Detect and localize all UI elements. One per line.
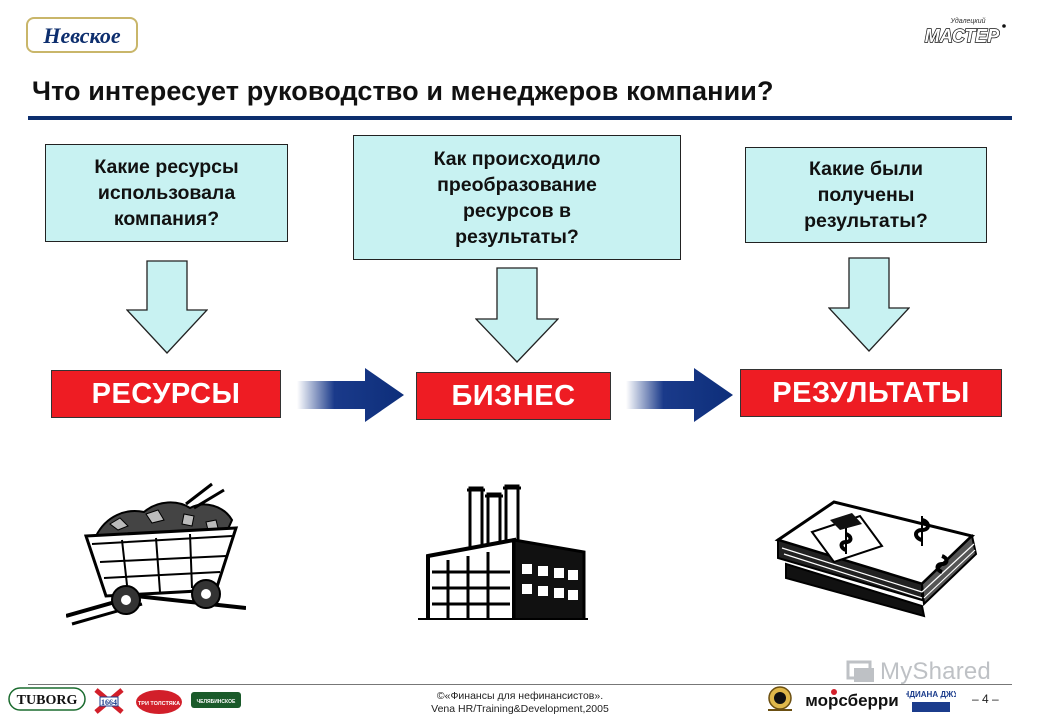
- question-line: результаты?: [804, 210, 928, 232]
- master-logo: Удалецкий МАСТЕР: [914, 14, 1010, 48]
- stage-business: БИЗНЕС: [416, 372, 611, 420]
- money-stack-icon: [772, 488, 980, 618]
- footer-line: Vena HR/Training&Development,2005: [431, 703, 609, 715]
- question-transformation: Как происходило преобразование ресурсов …: [353, 135, 681, 260]
- flow-arrow-business-to-results: [626, 367, 734, 423]
- question-line: преобразование: [437, 173, 597, 196]
- question-line: компания?: [113, 208, 220, 230]
- chelyabinskoe-logo: ЧЕЛЯБИНСКОЕ: [190, 690, 242, 710]
- myshared-watermark: MyShared: [846, 656, 991, 688]
- ore-cart-icon: [66, 478, 246, 628]
- brand-text: TUBORG: [17, 693, 78, 708]
- question-results: Какие были получены результаты?: [745, 147, 987, 243]
- brand-text: ЧЕЛЯБИНСКОЕ: [197, 699, 236, 705]
- factory-icon: [418, 480, 588, 620]
- brand-text: ТРИ ТОЛСТЯКА: [138, 701, 180, 707]
- stage-results: РЕЗУЛЬТАТЫ: [740, 369, 1002, 417]
- tuborg-logo: TUBORG: [8, 686, 86, 712]
- down-arrow-business: [475, 267, 559, 363]
- footer-line: ©«Финансы для нефинансистов».: [436, 690, 604, 702]
- flow-arrow-resources-to-business: [297, 367, 405, 423]
- indiana-juice-logo: ИНДИАНА ДЖУС: [906, 684, 956, 716]
- page-number: – 4 –: [972, 692, 999, 706]
- brand-text: ИНДИАНА ДЖУС: [906, 690, 956, 699]
- question-line: использовала: [97, 182, 236, 204]
- footer-copyright: ©«Финансы для нефинансистов». Vena HR/Tr…: [370, 690, 670, 716]
- nevskoe-logo-text: Невское: [42, 23, 120, 48]
- stage-resources: РЕСУРСЫ: [51, 370, 281, 418]
- question-line: Как происходило: [433, 147, 601, 170]
- question-line: получены: [817, 184, 915, 206]
- medal-logo: [762, 684, 798, 716]
- question-line: ресурсов в: [462, 199, 571, 222]
- master-logo-text: МАСТЕР: [925, 26, 1000, 46]
- down-arrow-results: [828, 257, 910, 352]
- morsberri-logo: морсберри: [804, 686, 900, 714]
- nevskoe-logo: Невское: [26, 16, 138, 54]
- brand-text: морсберри: [805, 691, 899, 710]
- master-logo-small-text: Удалецкий: [949, 17, 985, 25]
- title-divider: [28, 116, 1012, 120]
- footer-divider: [28, 684, 1012, 685]
- question-line: Какие ресурсы: [94, 156, 239, 178]
- kronenbourg-1664-logo: 1664: [92, 686, 126, 716]
- brand-text: 1664: [101, 698, 117, 707]
- question-line: результаты?: [455, 225, 579, 248]
- question-line: Какие были: [808, 158, 924, 180]
- tri-tolstyaka-logo: ТРИ ТОЛСТЯКА: [134, 686, 184, 716]
- page-title: Что интересует руководство и менеджеров …: [32, 76, 774, 106]
- watermark-text: MyShared: [880, 658, 991, 685]
- question-resources: Какие ресурсы использовала компания?: [45, 144, 288, 242]
- slides-icon: [846, 660, 874, 682]
- down-arrow-resources: [126, 260, 208, 354]
